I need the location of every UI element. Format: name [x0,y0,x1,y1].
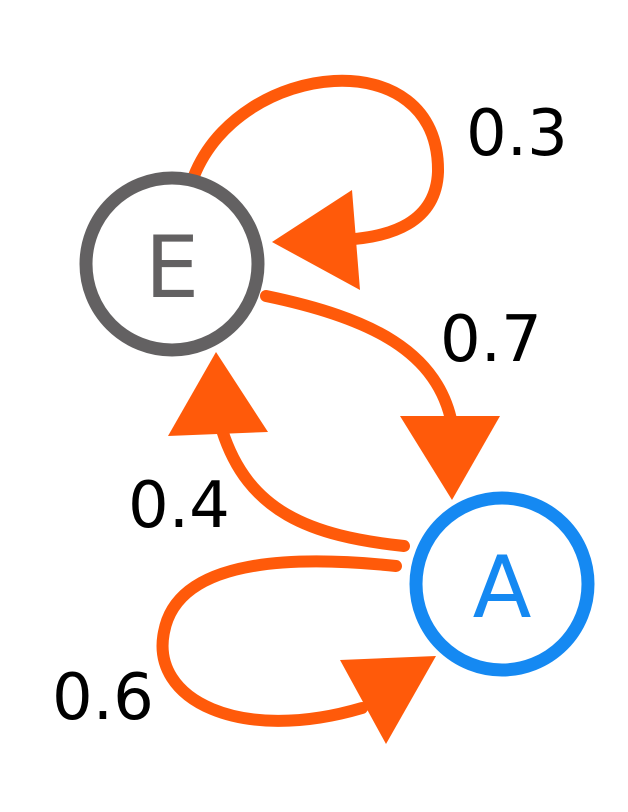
edge-e-to-a [260,290,500,500]
edge-e-to-a-line [260,290,458,430]
edge-e-to-a-arrowhead [400,416,500,500]
edge-a-to-a-probability: 0.6 [52,661,154,735]
edge-e-to-e-line [188,74,445,246]
edge-e-to-e [188,74,445,290]
edge-a-to-a-line [156,555,402,727]
edge-a-to-a [156,555,436,744]
state-e-label: E [145,218,199,318]
edge-a-to-e [168,352,410,552]
edge-e-to-e-arrowhead [272,190,360,290]
edge-e-to-a-probability: 0.7 [440,303,542,377]
edge-a-to-a-arrowhead [340,656,436,744]
edge-e-to-e-probability: 0.3 [466,97,568,171]
edge-a-to-e-probability: 0.4 [128,469,230,543]
state-a: A [409,491,595,677]
edge-a-to-e-line [216,424,410,552]
probability-labels: 0.3 0.7 0.4 0.6 [52,97,568,735]
state-e: E [79,171,265,357]
state-e-circle [79,171,265,357]
state-a-circle [409,491,595,677]
state-a-label: A [473,538,532,638]
edge-a-to-e-arrowhead [168,352,268,436]
transitions [156,74,500,744]
